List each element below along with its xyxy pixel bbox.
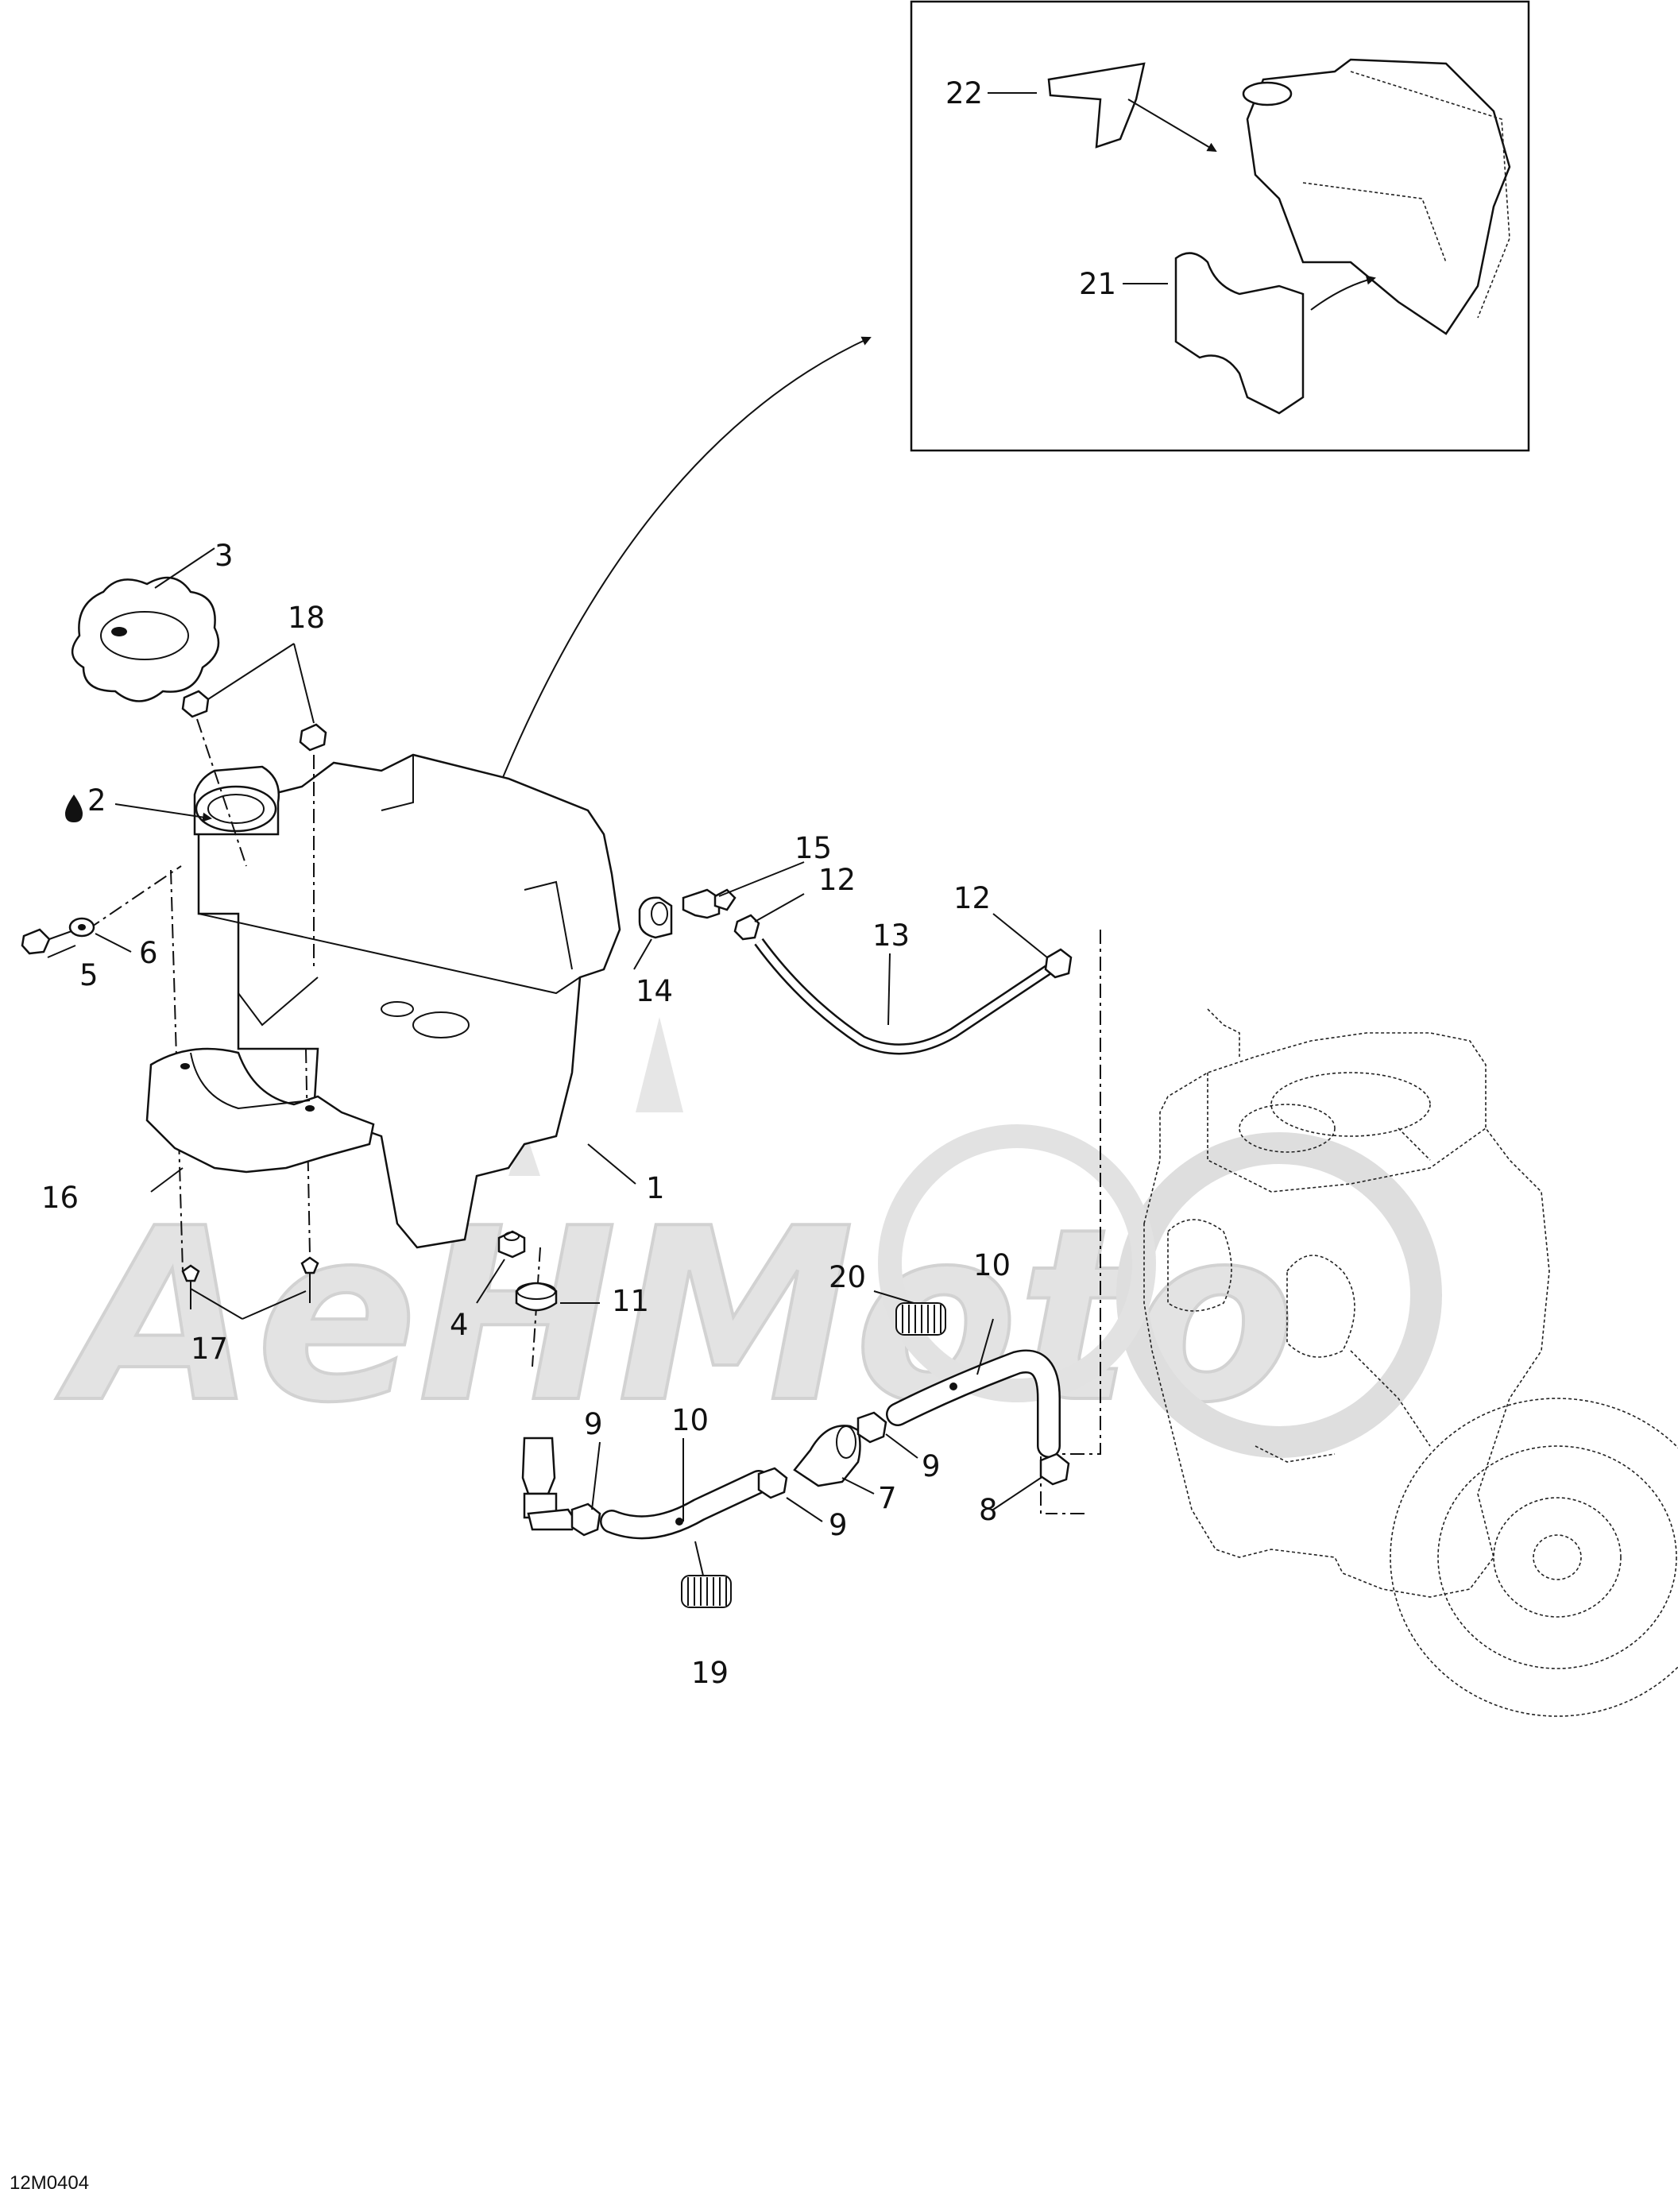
callout-10b: 10 — [973, 1248, 1011, 1282]
callout-3: 3 — [215, 539, 234, 573]
callout-18: 18 — [288, 601, 325, 635]
spring-part-19 — [681, 1575, 732, 1608]
callout-labels: 3 18 2 5 6 14 15 12 13 12 1 16 17 4 11 2… — [41, 539, 1011, 1690]
callout-11: 11 — [612, 1284, 649, 1318]
hose-part-13 — [754, 938, 1052, 1055]
callout-1: 1 — [646, 1171, 665, 1205]
spring-part-20 — [895, 1302, 946, 1336]
grommet-part-14 — [638, 896, 673, 939]
callout-13: 13 — [872, 918, 910, 953]
callout-16: 16 — [41, 1181, 79, 1215]
hose-part-10b — [886, 1349, 1061, 1458]
elbow-fitting-part-15 — [682, 888, 737, 919]
callout-9a: 9 — [584, 1407, 603, 1441]
callout-21: 21 — [1079, 267, 1116, 301]
heat-shield-part-16 — [145, 1047, 375, 1174]
callout-12a: 12 — [818, 863, 856, 897]
clamp-part-8 — [1039, 1452, 1070, 1486]
clamp-part-9b — [757, 1467, 788, 1499]
hose-part-10a — [600, 1470, 771, 1540]
callout-19: 19 — [691, 1656, 729, 1690]
nut-part-18 — [181, 690, 327, 752]
callout-2: 2 — [87, 783, 106, 818]
grommet-part-11 — [515, 1282, 558, 1312]
filler-neck — [193, 765, 280, 836]
clamp-part-9a — [570, 1502, 601, 1537]
callout-4: 4 — [450, 1308, 469, 1342]
clamp-part-9c — [856, 1411, 887, 1444]
outlet-fitting — [521, 1437, 578, 1531]
watermark-text: AeHMoto — [53, 1178, 1296, 1455]
callout-15: 15 — [795, 831, 832, 865]
callout-10a: 10 — [671, 1403, 709, 1437]
callout-9c: 9 — [922, 1449, 941, 1483]
callout-12b: 12 — [953, 881, 991, 915]
screw-part-5 — [21, 928, 72, 955]
callout-9b: 9 — [829, 1508, 848, 1542]
decal-part-21 — [1174, 252, 1305, 415]
detail-arrow — [492, 336, 872, 803]
clamp-part-12a — [733, 914, 760, 941]
washer-part-6 — [68, 917, 95, 938]
inset-oil-tank — [1242, 58, 1511, 335]
callout-14: 14 — [636, 974, 673, 1008]
oil-drop-icon — [65, 795, 83, 822]
screw-part-17 — [181, 1256, 319, 1309]
drawing-code: 12M0404 — [10, 2172, 90, 2194]
callout-17: 17 — [191, 1332, 228, 1366]
oil-tank-part-1 — [197, 753, 621, 1249]
clamp-part-12b — [1044, 948, 1073, 979]
filler-cap-part-3 — [72, 576, 220, 702]
callout-8: 8 — [979, 1493, 998, 1527]
callout-6: 6 — [139, 936, 158, 970]
callout-7: 7 — [878, 1481, 897, 1515]
engine-reference — [1143, 1008, 1678, 1717]
watermark: AeHMoto — [52, 1017, 1442, 1458]
callout-22: 22 — [945, 76, 983, 110]
inset-detail-box: 22 21 — [910, 0, 1530, 452]
callout-20: 20 — [829, 1260, 866, 1294]
callout-5: 5 — [79, 958, 99, 992]
nut-part-4 — [497, 1230, 526, 1259]
decal-part-22 — [1047, 62, 1146, 149]
leader-lines — [47, 547, 1048, 1576]
